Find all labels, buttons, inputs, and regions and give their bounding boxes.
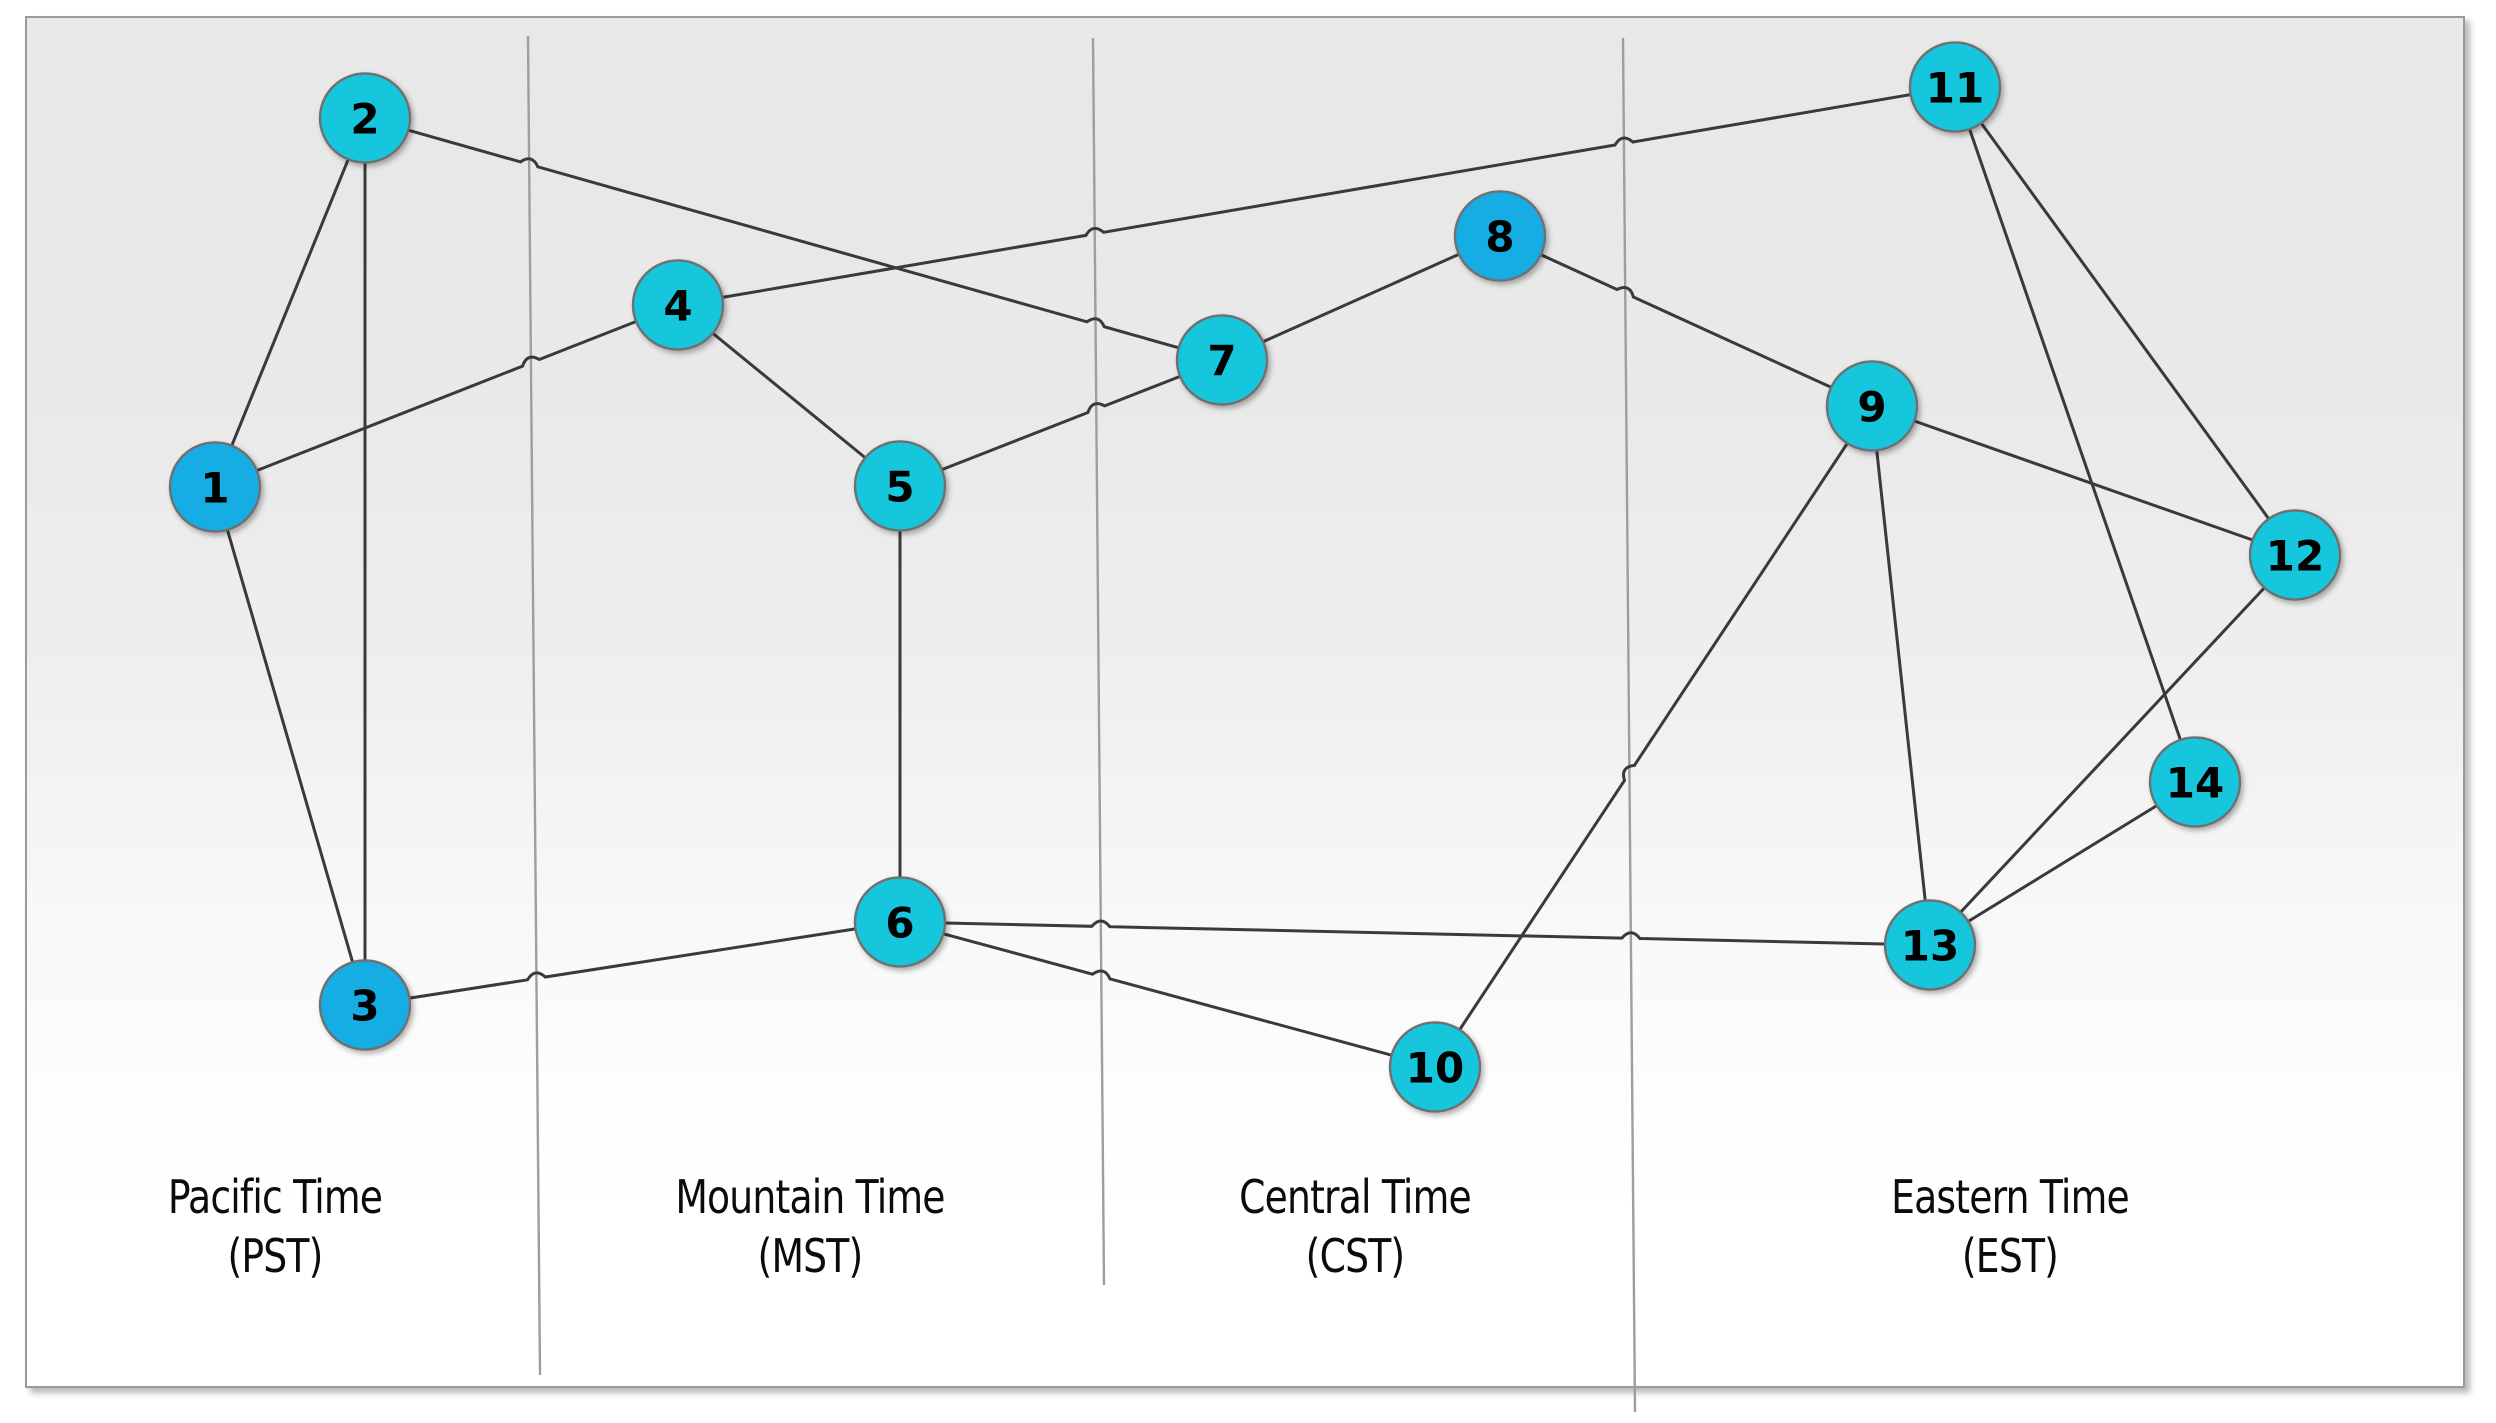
node-circle-6[interactable] [853,876,947,968]
node-label-5: 5 [885,463,914,512]
timezone-label-cst: Central Time (CST) [1239,1170,1472,1283]
graph-node-4[interactable]: 4 [631,259,725,351]
graph-edge-4-5[interactable] [711,331,867,460]
node-label-2: 2 [350,95,379,144]
graph-edge-11-14[interactable] [1968,128,2182,741]
graph-edge-6-10[interactable] [941,932,1394,1057]
node-label-9: 9 [1857,383,1886,432]
node-circle-1[interactable] [168,441,262,533]
node-label-4: 4 [663,282,692,331]
graph-node-5[interactable]: 5 [853,440,947,532]
graph-canvas-frame [25,16,2465,1388]
graph-node-11[interactable]: 11 [1908,41,2002,133]
graph-edge-11-12[interactable] [1979,121,2271,521]
graph-node-14[interactable]: 14 [2148,736,2242,828]
node-circle-3[interactable] [318,959,412,1051]
node-label-6: 6 [885,899,914,948]
graph-node-3[interactable]: 3 [318,959,412,1051]
timezone-label-est: Eastern Time (EST) [1891,1170,2130,1283]
graph-node-7[interactable]: 7 [1175,314,1269,406]
graph-edge-1-4[interactable] [255,320,638,472]
node-label-11: 11 [1926,64,1984,113]
graph-edge-3-6[interactable] [408,927,857,1000]
graph-node-13[interactable]: 13 [1883,899,1977,991]
timezone-divider-pst-mst [526,35,542,1376]
node-label-7: 7 [1207,337,1236,386]
graph-node-10[interactable]: 10 [1388,1021,1482,1113]
node-circle-12[interactable] [2248,509,2342,601]
timezone-label-pst: Pacific Time (PST) [167,1170,383,1283]
node-label-13: 13 [1901,922,1959,971]
graph-edge-1-3[interactable] [226,528,354,964]
node-label-3: 3 [350,982,379,1031]
node-circle-8[interactable] [1453,190,1547,282]
node-circle-11[interactable] [1908,41,2002,133]
timezone-divider-mst-cst [1091,37,1106,1286]
node-circle-13[interactable] [1883,899,1977,991]
node-label-1: 1 [200,464,229,513]
graph-node-2[interactable]: 2 [318,72,412,164]
graph-edge-2-7[interactable] [406,128,1181,350]
graph-edge-4-11[interactable] [720,93,1913,299]
node-circle-10[interactable] [1388,1021,1482,1113]
node-circle-4[interactable] [631,259,725,351]
graph-node-12[interactable]: 12 [2248,509,2342,601]
graph-edge-8-9[interactable] [1539,253,1833,389]
graph-edge-5-7[interactable] [940,374,1182,472]
node-circle-14[interactable] [2148,736,2242,828]
timezone-label-mst: Mountain Time (MST) [675,1170,945,1283]
node-label-14: 14 [2166,759,2224,808]
graph-node-1[interactable]: 1 [168,441,262,533]
graph-node-9[interactable]: 9 [1825,360,1919,452]
node-label-10: 10 [1406,1044,1464,1093]
graph-edge-9-10[interactable] [1458,442,1849,1031]
node-circle-2[interactable] [318,72,412,164]
graph-edge-9-12[interactable] [1912,419,2255,542]
graph-node-6[interactable]: 6 [853,876,947,968]
graph-edge-1-2[interactable] [230,158,350,447]
graph-edge-7-8[interactable] [1261,252,1461,344]
timezone-divider-layer [526,35,1637,1413]
graph-edge-9-13[interactable] [1875,449,1927,902]
edge-layer [226,93,2271,1057]
node-circle-9[interactable] [1825,360,1919,452]
node-circle-7[interactable] [1175,314,1269,406]
graph-edge-13-14[interactable] [1966,804,2159,923]
node-label-12: 12 [2266,532,2324,581]
node-label-8: 8 [1485,213,1514,262]
graph-edge-6-13[interactable] [943,919,1887,946]
node-circle-5[interactable] [853,440,947,532]
graph-edge-12-13[interactable] [1959,586,2266,914]
graph-node-8[interactable]: 8 [1453,190,1547,282]
timezone-divider-cst-est [1621,37,1637,1413]
